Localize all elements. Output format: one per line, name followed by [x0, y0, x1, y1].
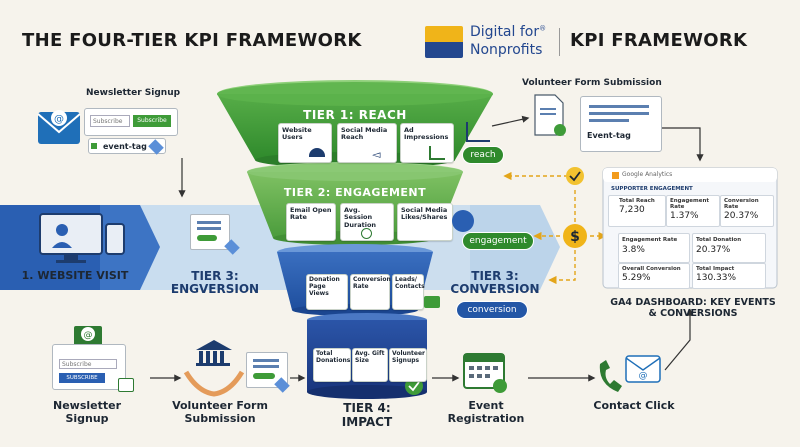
- bottom-newsletter-form: SUBSCRIBE: [52, 344, 126, 390]
- newsletter-form: Subscribe: [84, 108, 178, 136]
- phone-icon: @: [599, 355, 661, 392]
- bar-chart-icon: [429, 146, 445, 160]
- logo-text-line2: Nonprofits: [470, 42, 543, 58]
- volunteer-top-label: Volunteer Form Submission: [522, 78, 662, 88]
- engagement-badge: engagement: [462, 232, 534, 250]
- svg-text:@: @: [639, 371, 648, 381]
- check-icon: [566, 167, 584, 185]
- subscribe-button[interactable]: Subscribe: [133, 115, 171, 127]
- kpi-card-ad-impressions: Ad Impressions: [400, 123, 454, 163]
- bottom-email-icon: @: [74, 326, 102, 346]
- bottom-contact-label: Contact Click: [593, 399, 675, 412]
- header-divider: [559, 28, 560, 56]
- bottom-volunteer-form: [246, 352, 288, 388]
- kpi-card-avg-session-duration: Avg. Session Duration: [340, 203, 394, 241]
- bottom-event-label: Event Registration: [447, 399, 525, 425]
- conversion-badge: conversion: [456, 301, 528, 319]
- users-icon: [309, 148, 325, 157]
- tier3-right-label: TIER 3: CONVERSION: [450, 269, 540, 297]
- website-visit-label: 1. WEBSITE VISIT: [21, 269, 129, 282]
- right-title: KPI FRAMEWORK: [570, 30, 748, 51]
- ga-total-impact: Total Impact 130.33%: [692, 263, 766, 289]
- bottom-calendar-check-icon: [118, 378, 134, 392]
- kpi-card-total-donations: Total Donations: [313, 348, 351, 382]
- share-icon: ◅: [372, 148, 381, 161]
- dashed-arrows: [503, 171, 607, 285]
- newsletter-top-label: Newsletter Signup: [86, 88, 181, 98]
- kpi-card-donation-page-views: Donation Page Views: [306, 274, 348, 310]
- main-title: THE FOUR-TIER KPI FRAMEWORK: [22, 30, 362, 51]
- contact-card-icon: [424, 296, 440, 308]
- ga-brand: Google Analytics: [622, 171, 673, 178]
- website-form-card: [190, 214, 230, 250]
- ga-engagement-rate-2: Engagement Rate 3.8%: [618, 233, 690, 263]
- flow-arrows: [150, 115, 704, 382]
- event-tag-top: event-tag: [88, 138, 166, 154]
- document-icon: [534, 94, 566, 136]
- bottom-subscribe-button[interactable]: SUBSCRIBE: [59, 373, 105, 383]
- tier1-title: TIER 1: REACH: [303, 108, 407, 122]
- ga-conversion-rate: Conversion Rate 20.37%: [720, 195, 774, 227]
- newsletter-email-input[interactable]: [90, 115, 130, 127]
- kpi-card-conversion-rate: Conversion Rate: [350, 274, 391, 310]
- ga-overall-conversion: Overall Conversion 5.29%: [618, 263, 690, 289]
- ga-total-reach: Total Reach 7,230: [608, 195, 666, 227]
- email-icon: @: [37, 110, 81, 144]
- calendar-icon: [463, 353, 507, 393]
- bottom-newsletter-input[interactable]: [59, 359, 117, 369]
- tier2-title: TIER 2: ENGAGEMENT: [283, 186, 427, 199]
- bottom-volunteer-label: Volunteer Form Submission: [172, 399, 268, 425]
- reach-badge: reach: [462, 146, 504, 164]
- kpi-card-volunteer-signups: Volunteer Signups: [389, 348, 427, 382]
- bank-icon: [183, 340, 245, 397]
- bottom-newsletter-label: Newsletter Signup: [52, 399, 121, 425]
- growth-chart-icon: [466, 122, 490, 142]
- kpi-card-social-media-reach: Social Media Reach ◅: [337, 123, 397, 163]
- kpi-card-social-likes-shares: Social Media Likes/Shares: [397, 203, 453, 241]
- svg-text:@: @: [84, 331, 93, 341]
- logo-icon: [425, 26, 463, 58]
- logo-text-line1: Digital for®: [470, 24, 547, 40]
- trend-up-icon: [452, 210, 474, 232]
- kpi-card-website-users: Website Users: [278, 123, 332, 163]
- svg-text:@: @: [54, 114, 64, 125]
- dollar-icon: $: [563, 224, 587, 248]
- ga-section-title: SUPPORTER ENGAGEMENT: [611, 186, 693, 192]
- volunteer-form: Event-tag: [580, 96, 662, 152]
- clock-icon: [361, 228, 372, 239]
- ga4-dashboard-label: GA4 DASHBOARD: KEY EVENTS & CONVERSIONS: [610, 297, 776, 319]
- arrow-down-icon: [91, 143, 97, 149]
- svg-text:$: $: [570, 229, 580, 245]
- tier4-label: TIER 4: IMPACT: [341, 401, 393, 429]
- monitor-icon: [39, 213, 125, 263]
- ga-total-donation: Total Donation 20.37%: [692, 233, 766, 263]
- kpi-card-email-open-rate: Email Open Rate: [286, 203, 336, 241]
- volunteer-event-tag: Event-tag: [587, 131, 631, 140]
- tier3-left-label: TIER 3: ENGVERSION: [170, 269, 260, 297]
- kpi-card-leads-contacts: Leads/ Contacts: [392, 274, 425, 310]
- ga-engagement-rate: Engagement Rate 1.37%: [666, 195, 720, 227]
- kpi-card-avg-gift-size: Avg. Gift Size: [352, 348, 388, 382]
